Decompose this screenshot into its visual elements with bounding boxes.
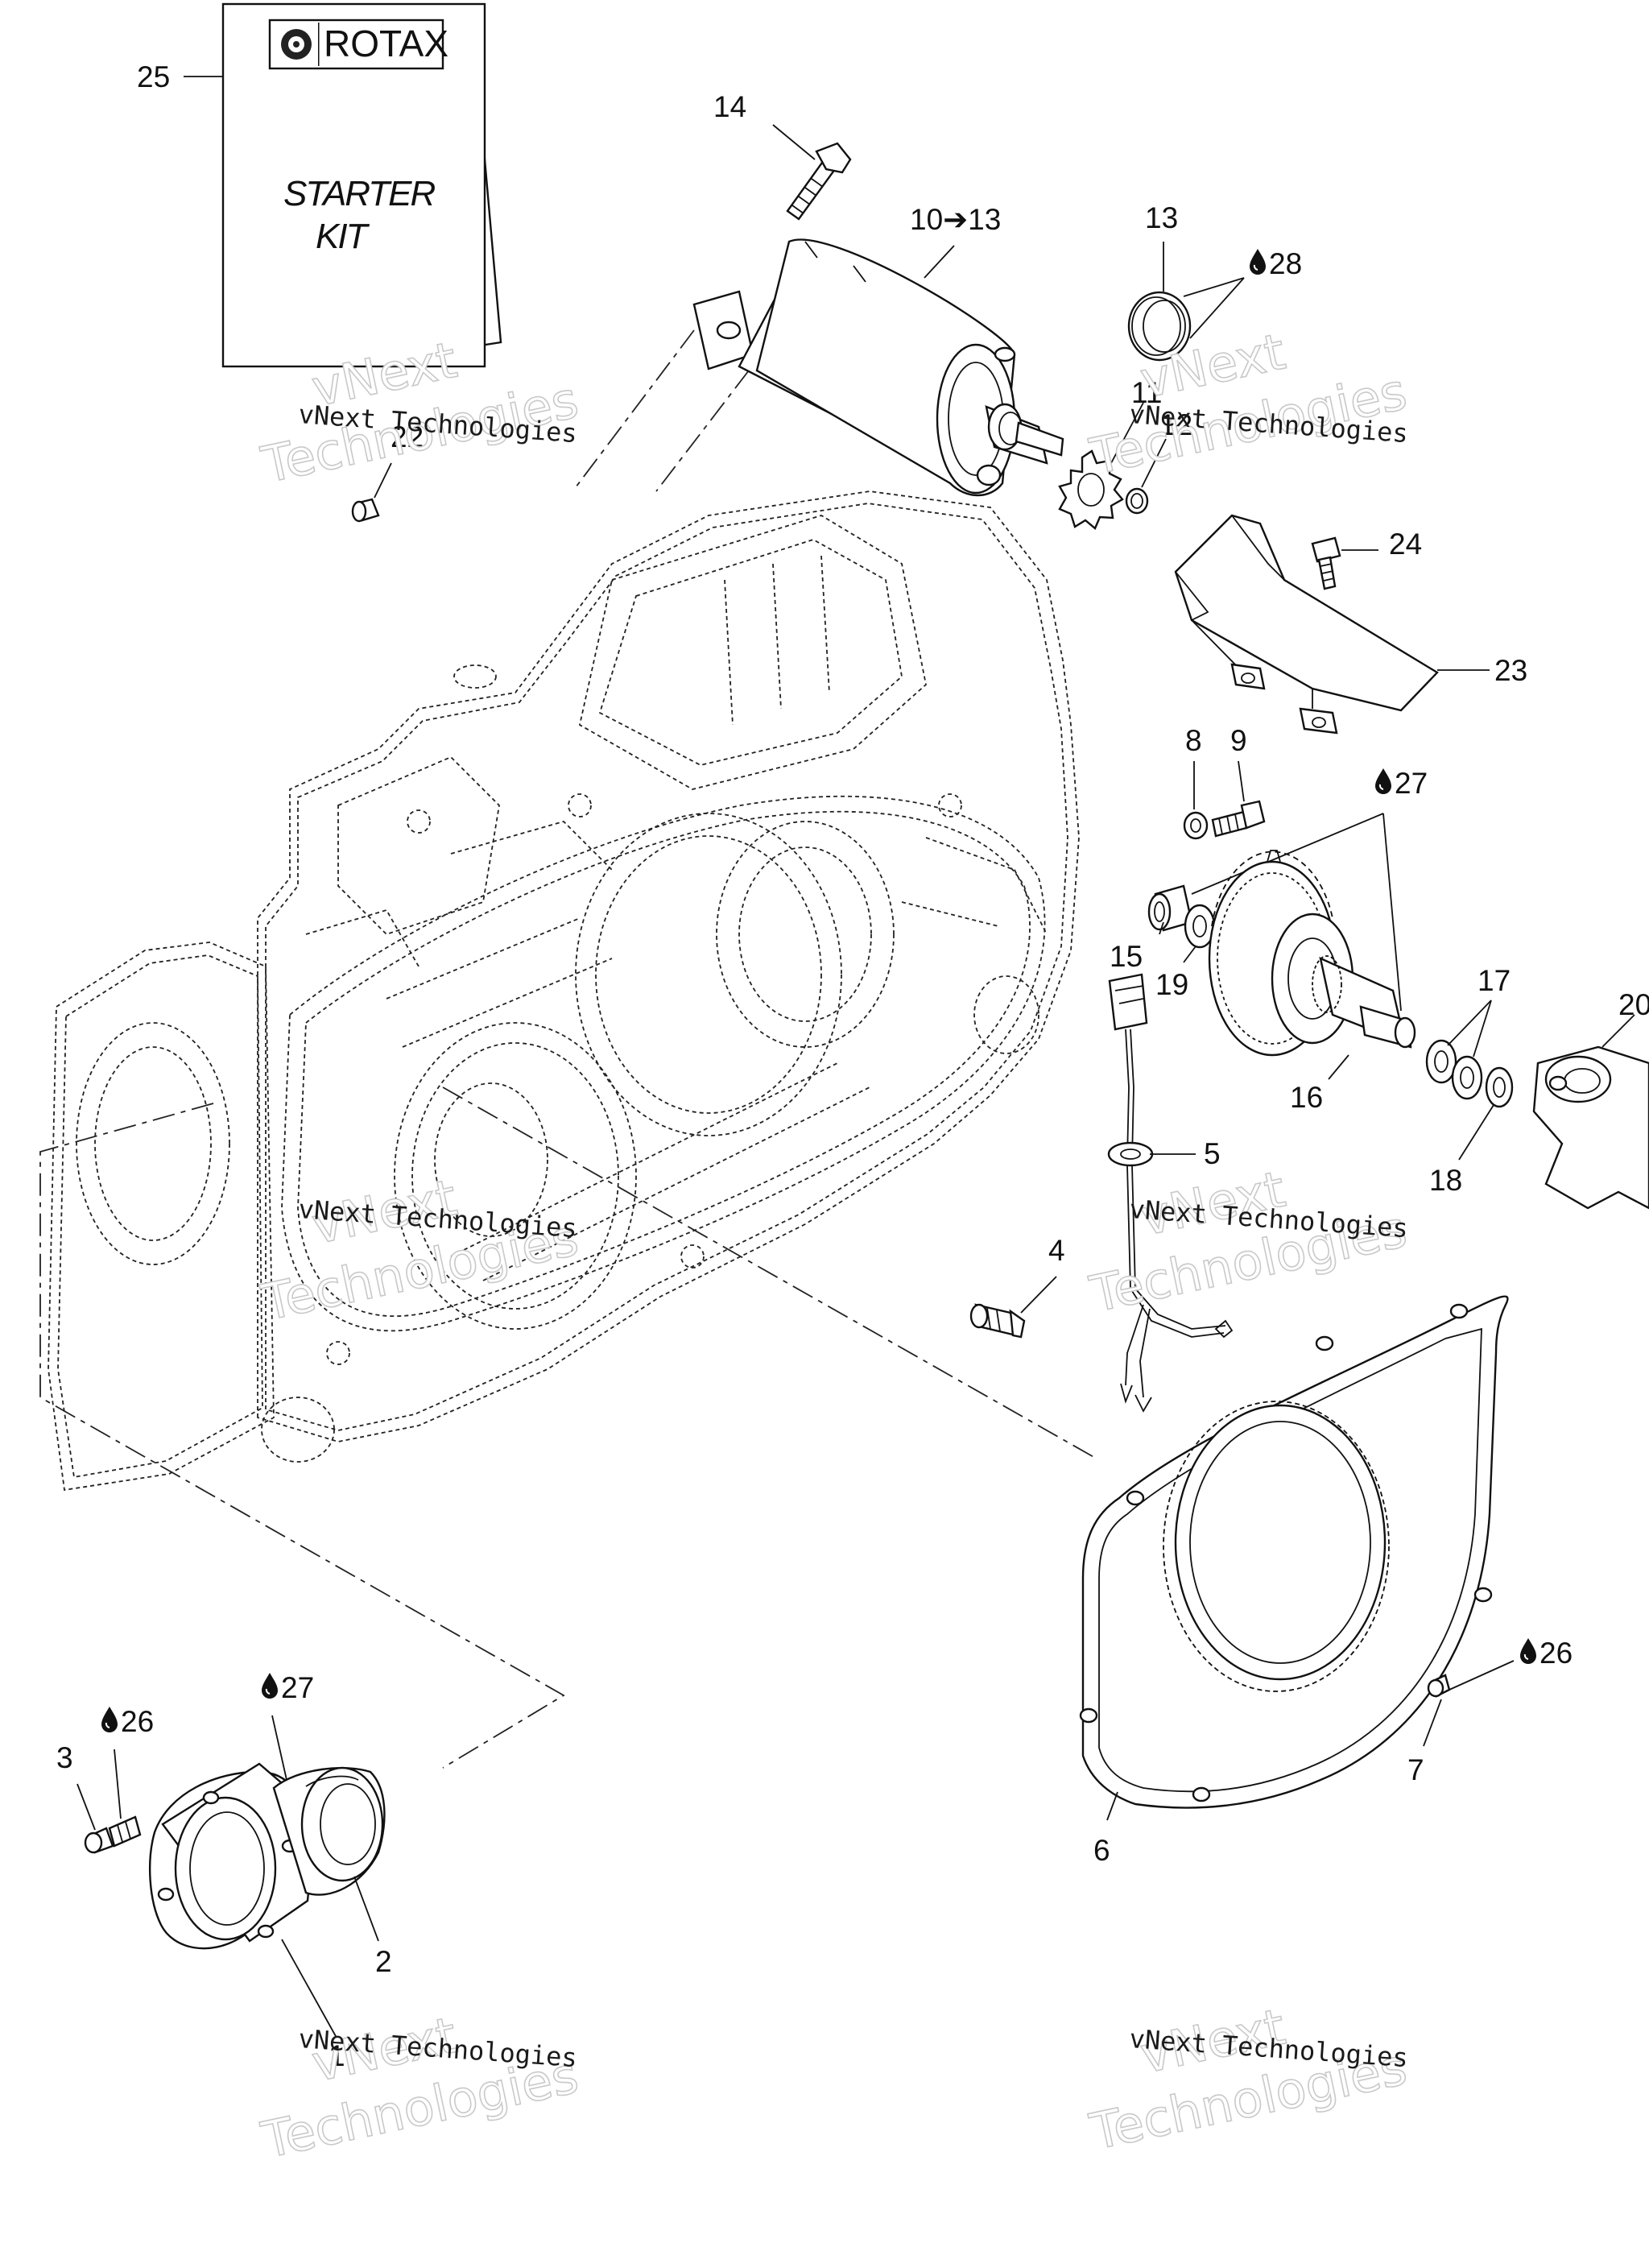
callout-24: 24 (1389, 528, 1422, 561)
callout-11: 11 (1131, 376, 1162, 409)
crankcase-plug (351, 498, 380, 523)
kit-title-line2: KIT (316, 217, 370, 256)
starter-heat-shield (1174, 514, 1439, 735)
starter-mounting-screw (786, 142, 852, 221)
callout-15: 15 (1110, 940, 1143, 973)
starter-pinion-gear (1058, 449, 1124, 530)
callout-7: 7 (1407, 1753, 1424, 1786)
housing-screw (84, 1815, 142, 1854)
callout-1: 1 (329, 2039, 345, 2072)
cover-screw (1427, 1674, 1451, 1698)
starter-o-ring (1127, 291, 1192, 362)
callout-27-upper: 27 (1395, 767, 1428, 800)
callout-20: 20 (1618, 988, 1649, 1021)
callout-27-lower: 27 (281, 1671, 314, 1704)
engine-crankcase-outline (48, 490, 1080, 1492)
watermark-bottom-left: vNext Technologies (256, 2005, 584, 2171)
lubricant-drop-icon (1249, 248, 1267, 275)
lubricant-drop-icon (1519, 1637, 1537, 1665)
idler-screw (1211, 800, 1266, 838)
kit-title-line1: STARTER (283, 174, 436, 213)
crankshaft-oil-seal (272, 1766, 386, 1896)
callout-10-13: 10➔13 (910, 203, 1001, 236)
idler-needle-bearing (1147, 884, 1193, 932)
kit-brand: ROTAX (324, 23, 448, 64)
idler-end-washer (1485, 1066, 1514, 1108)
starter-cover (1079, 1295, 1509, 1809)
callout-22: 22 (391, 420, 424, 453)
callout-6: 6 (1093, 1834, 1110, 1867)
starter-idler-gear (1208, 850, 1416, 1057)
callout-4: 4 (1048, 1234, 1065, 1267)
callout-9: 9 (1230, 724, 1247, 757)
callout-26-right: 26 (1539, 1637, 1573, 1670)
callout-23: 23 (1494, 654, 1527, 687)
crankcase-sensor (969, 1303, 1026, 1339)
callout-19: 19 (1155, 968, 1188, 1001)
callout-3: 3 (56, 1741, 73, 1774)
idler-support-bracket (1532, 1014, 1649, 1210)
starter-kit-booklet: ROTAX STARTER KIT (221, 2, 502, 368)
assembly-centerlines (39, 329, 1096, 1769)
pinion-circlip (1125, 487, 1149, 515)
lubricant-drop-icon (1374, 768, 1392, 795)
callout-13: 13 (1145, 201, 1178, 234)
callout-26-left: 26 (121, 1705, 154, 1738)
lubricant-drop-icon (101, 1706, 118, 1733)
starter-motor (692, 238, 1064, 497)
callout-16: 16 (1290, 1081, 1323, 1114)
callout-12: 12 (1159, 408, 1192, 441)
idler-shim-washers (1425, 1039, 1483, 1100)
callout-5: 5 (1204, 1137, 1221, 1170)
callout-2: 2 (375, 1945, 392, 1978)
starter-wiring-harness (1107, 973, 1234, 1413)
callout-25: 25 (137, 60, 170, 93)
watermark-top-right: vNext Technologies (1085, 321, 1412, 487)
callout-14: 14 (713, 90, 746, 123)
callout-8: 8 (1185, 724, 1202, 757)
heat-shield-screw (1311, 536, 1341, 590)
lubricant-drop-icon (261, 1672, 279, 1699)
callout-17: 17 (1477, 964, 1511, 997)
idler-washer (1183, 811, 1209, 840)
callout-28: 28 (1269, 247, 1302, 280)
bearing-housing-plate (148, 1762, 317, 1950)
callout-18: 18 (1429, 1164, 1462, 1197)
